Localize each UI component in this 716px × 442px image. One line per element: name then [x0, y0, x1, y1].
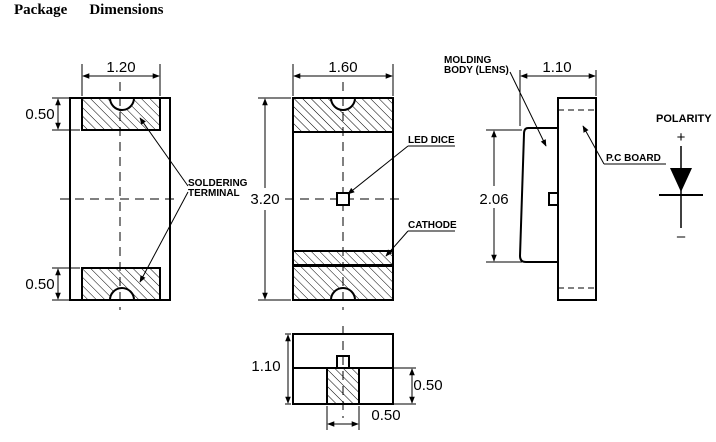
front-view: 1.60 3.20 LED DICE CATHODE	[250, 59, 457, 310]
soldering-leader-upper	[139, 117, 189, 187]
soldering-label-line1: SOLDERING	[188, 178, 248, 189]
polarity-symbol: POLARITY + –	[656, 113, 712, 245]
molding-label-line2: BODY (LENS)	[444, 65, 509, 76]
side-width-label: 1.10	[542, 59, 571, 76]
cathode-label: CATHODE	[408, 220, 457, 231]
pc-board-leader	[582, 125, 605, 165]
top-pad-lower	[81, 267, 161, 301]
polarity-minus: –	[677, 228, 686, 245]
side-view: 1.10 2.06 MOLDING BODY (LENS) P.C BOARD	[444, 55, 666, 301]
side-height-label: 2.06	[479, 191, 508, 208]
soldering-label-line2: TERMINAL	[188, 188, 240, 199]
pc-board	[557, 97, 597, 301]
pad-top-label: 0.50	[25, 106, 54, 123]
pad-bottom-label: 0.50	[25, 276, 54, 293]
polarity-plus: +	[677, 129, 686, 146]
led-dice-label: LED DICE	[408, 135, 455, 146]
front-width-label: 1.60	[328, 59, 357, 76]
bottom-pad-height-label: 0.50	[413, 377, 442, 394]
bottom-view: 1.10 0.50 0.50	[251, 326, 443, 430]
diode-triangle	[670, 168, 692, 192]
title-word-package: Package	[14, 2, 68, 18]
molding-body	[518, 127, 559, 263]
soldering-leader-lower	[139, 191, 189, 283]
page-title: Package Dimensions	[14, 2, 164, 19]
molding-leader	[509, 71, 547, 147]
top-width-label: 1.20	[106, 59, 135, 76]
bottom-pad-width-label: 0.50	[371, 407, 400, 424]
pc-board-label: P.C BOARD	[606, 153, 661, 164]
molding-label-line1: MOLDING	[444, 55, 491, 66]
top-pad-upper	[81, 97, 161, 131]
top-view: 1.20 0.50 0.50 SOLDERING TERMINAL	[25, 59, 248, 310]
polarity-label: POLARITY	[656, 113, 712, 125]
cathode-leader	[385, 230, 409, 257]
led-dice	[336, 192, 350, 206]
front-height-label: 3.20	[250, 191, 279, 208]
title-word-dimensions: Dimensions	[89, 2, 164, 18]
led-dice-leader	[347, 145, 409, 195]
bottom-height-label: 1.10	[251, 358, 280, 375]
side-led-dice	[548, 192, 559, 206]
